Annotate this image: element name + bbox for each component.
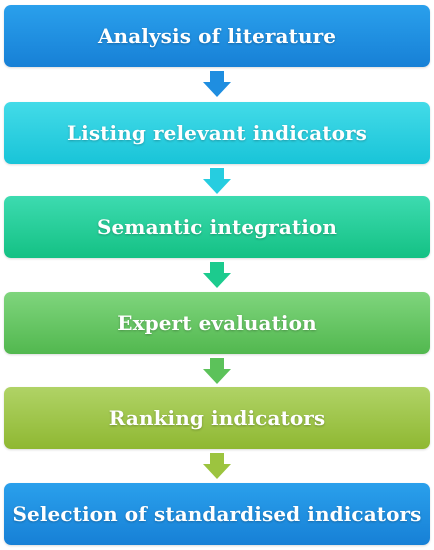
arrow-down-icon: [203, 262, 231, 288]
arrow-down-icon: [203, 358, 231, 384]
step-label: Listing relevant indicators: [66, 121, 368, 145]
step-label: Selection of standardised indicators: [12, 502, 422, 526]
step-analysis-of-literature: Analysis of literature: [4, 5, 430, 67]
step-label: Semantic integration: [96, 215, 338, 239]
step-ranking-indicators: Ranking indicators: [4, 387, 430, 449]
step-label: Ranking indicators: [108, 406, 326, 430]
arrow-down-icon: [203, 453, 231, 479]
step-semantic-integration: Semantic integration: [4, 196, 430, 258]
arrow-down-icon: [203, 71, 231, 97]
arrow-down-icon: [203, 168, 231, 194]
step-listing-relevant-indicators: Listing relevant indicators: [4, 102, 430, 164]
step-selection-of-standardised-indicators: Selection of standardised indicators: [4, 483, 430, 545]
step-label: Expert evaluation: [117, 311, 317, 335]
step-expert-evaluation: Expert evaluation: [4, 292, 430, 354]
step-label: Analysis of literature: [97, 24, 337, 48]
